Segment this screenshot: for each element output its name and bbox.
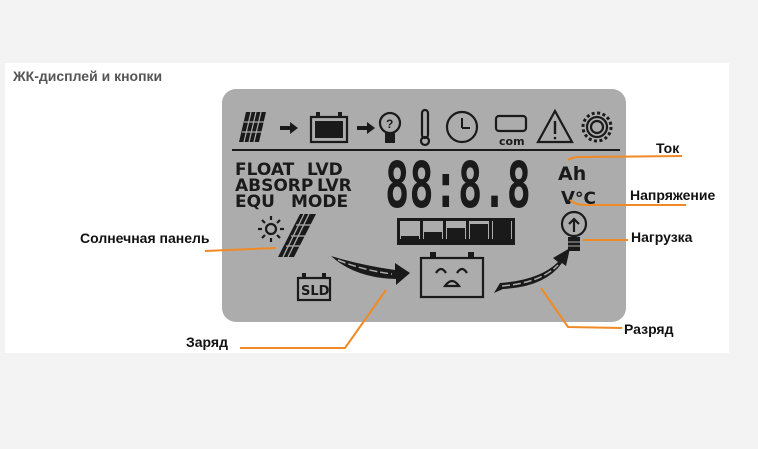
label-load: Нагрузка xyxy=(631,229,693,245)
clock-icon xyxy=(445,110,479,144)
bulb-icon: ? xyxy=(378,111,402,143)
battery-level-bar xyxy=(469,221,489,239)
label-current: Ток xyxy=(656,140,680,156)
status-absorp: ABSORP xyxy=(235,176,313,196)
battery-level-bar xyxy=(423,221,443,239)
discharge-arrow-icon xyxy=(494,248,570,293)
solar-panel-large-icon xyxy=(278,213,316,258)
label-charge: Заряд xyxy=(186,334,228,350)
unit-ah: Ah xyxy=(558,163,586,185)
label-discharge: Разряд xyxy=(624,321,674,337)
svg-text:?: ? xyxy=(386,117,393,131)
status-lvd: LVD xyxy=(307,160,343,180)
status-float: FLOAT xyxy=(235,160,295,180)
solar-leader-line xyxy=(204,247,277,252)
label-voltage: Напряжение xyxy=(630,187,715,203)
arrow-right-icon xyxy=(280,122,298,134)
thermometer-icon xyxy=(419,108,431,147)
unit-v: V xyxy=(561,188,575,209)
load-bulb-icon xyxy=(560,210,588,251)
voltage-leader-line xyxy=(569,199,686,206)
sun-icon xyxy=(258,216,284,242)
discharge-leader-line xyxy=(540,287,623,329)
status-lvr: LVR xyxy=(317,176,352,196)
battery-icon xyxy=(309,112,349,144)
battery-level-bar xyxy=(400,221,420,239)
battery-level-bar xyxy=(446,221,466,239)
seven-segment-display: 88:8.8 xyxy=(385,149,531,222)
lcd-screen xyxy=(222,89,626,322)
arrow-right-icon xyxy=(357,122,375,134)
solar-panel-icon xyxy=(239,111,266,143)
sld-label: SLD xyxy=(301,284,330,299)
battery-face-icon xyxy=(419,252,485,299)
gear-icon xyxy=(581,111,613,143)
com-port-icon: com xyxy=(494,114,528,148)
current-leader-line xyxy=(567,155,683,161)
com-label: com xyxy=(499,135,525,148)
sld-battery-icon: SLD xyxy=(296,273,332,302)
battery-level-indicator xyxy=(397,218,515,245)
status-mode: MODE xyxy=(291,192,348,212)
status-equ: EQU xyxy=(235,192,275,212)
charge-arrow-icon xyxy=(331,256,410,285)
section-title: ЖК-дисплей и кнопки xyxy=(12,68,162,84)
battery-level-bar xyxy=(492,220,512,239)
charge-leader-line xyxy=(240,289,387,349)
label-solar-panel: Солнечная панель xyxy=(80,230,210,246)
warning-icon xyxy=(536,108,574,144)
